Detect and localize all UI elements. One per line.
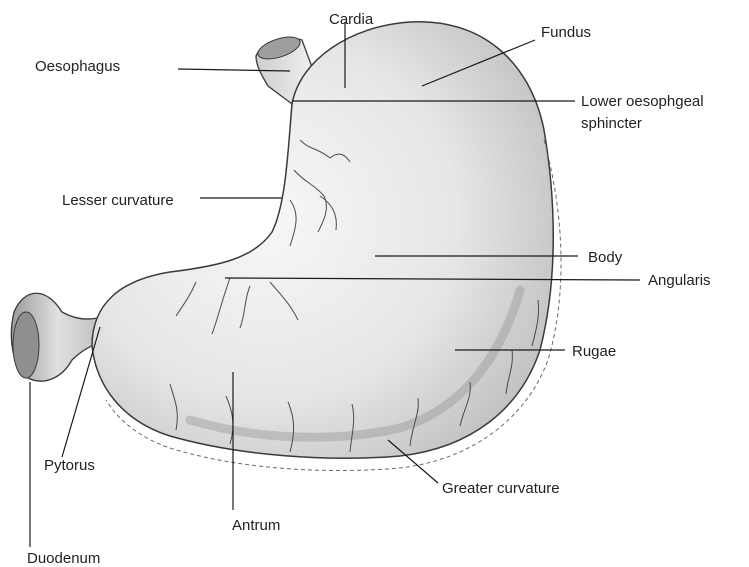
label-lower-sphincter-line2: sphincter: [581, 115, 642, 132]
stomach-body-shape: [92, 22, 553, 458]
label-cardia: Cardia: [329, 11, 374, 28]
label-pylorus: Pytorus: [44, 457, 95, 474]
label-lower-sphincter-line1: Lower oesophgeal: [581, 93, 704, 110]
stomach-illustration: [11, 22, 561, 471]
label-rugae: Rugae: [572, 343, 616, 360]
label-duodenum: Duodenum: [27, 550, 100, 567]
label-angularis: Angularis: [648, 272, 711, 289]
label-fundus: Fundus: [541, 24, 591, 41]
label-oesophagus: Oesophagus: [35, 58, 120, 75]
label-body: Body: [588, 249, 623, 266]
label-lesser-curvature: Lesser curvature: [62, 192, 174, 209]
label-greater-curvature: Greater curvature: [442, 480, 560, 497]
label-antrum: Antrum: [232, 517, 280, 534]
duodenum-opening: [13, 312, 39, 378]
